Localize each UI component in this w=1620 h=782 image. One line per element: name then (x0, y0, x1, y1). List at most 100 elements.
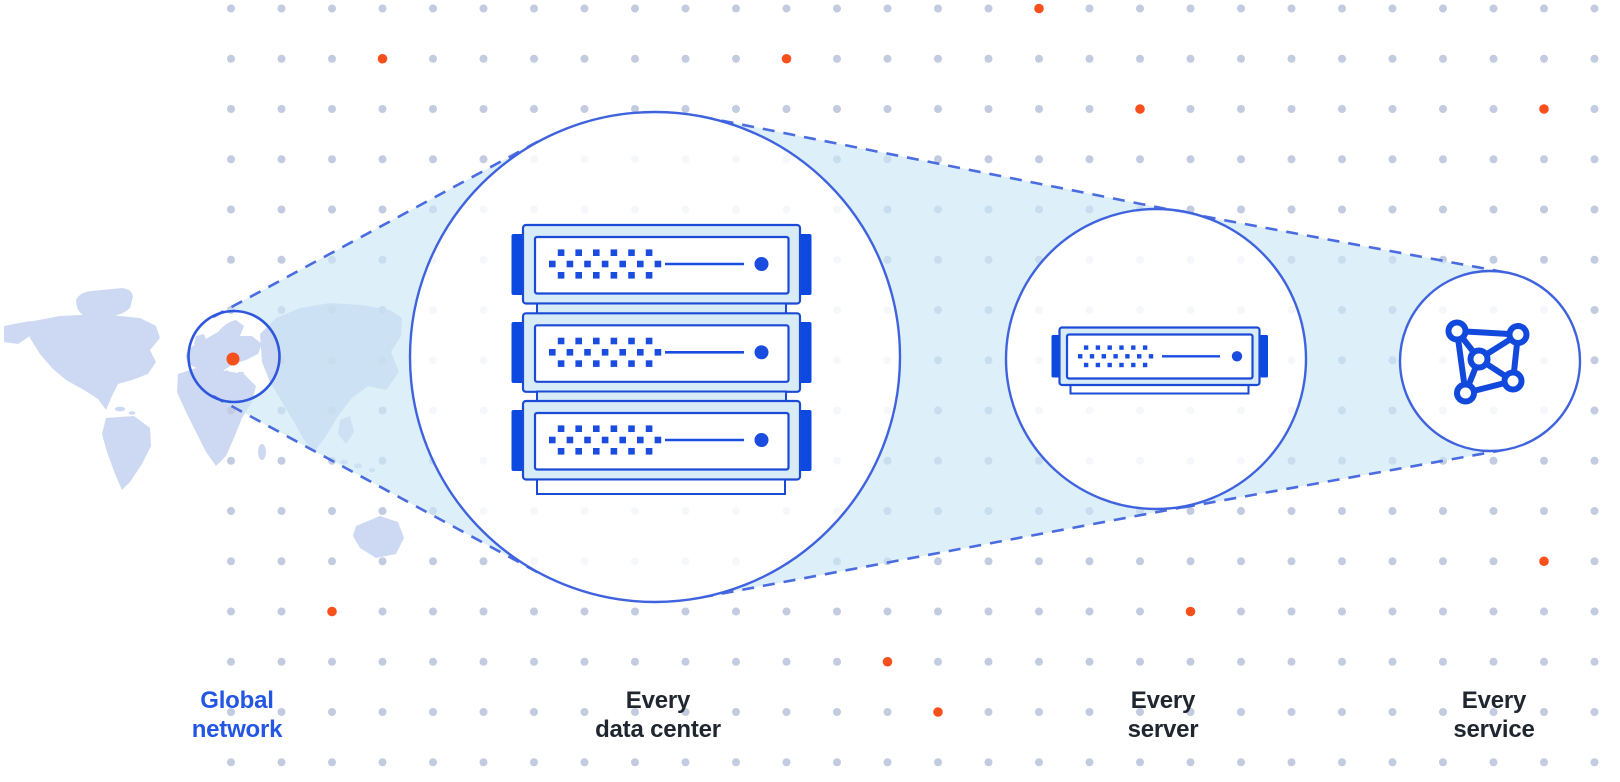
grid-dot (1136, 708, 1144, 716)
vent-square (557, 337, 565, 345)
grid-dot (1186, 54, 1195, 63)
grid-dot (479, 708, 488, 716)
vent-square (1083, 362, 1089, 368)
grid-dot (1338, 155, 1346, 164)
grid-dot (1035, 657, 1043, 666)
vent-square (1131, 362, 1136, 368)
vent-square (584, 436, 591, 444)
vent-square (628, 272, 635, 279)
grid-dot (1540, 607, 1548, 616)
grid-dot (328, 507, 336, 515)
network-node (1467, 347, 1491, 371)
vent-square (610, 448, 618, 455)
grid-dot (429, 607, 437, 616)
grid-dot (1085, 657, 1094, 666)
accent-dot (1539, 556, 1549, 567)
grid-dot (227, 507, 235, 515)
vent-square (1119, 345, 1124, 350)
grid-dot (1085, 105, 1094, 113)
grid-dot (429, 155, 437, 164)
grid-dot (1388, 155, 1397, 164)
grid-dot (984, 54, 993, 63)
grid-dot (328, 758, 336, 767)
grid-dot (1035, 607, 1043, 616)
vent-square (575, 448, 582, 455)
grid-dot (328, 708, 336, 716)
grid-dot (1237, 4, 1245, 13)
vent-square (566, 260, 574, 268)
accent-dot (882, 656, 893, 667)
vent-square (1095, 362, 1101, 368)
server-power-led (754, 433, 769, 447)
grid-dot (833, 105, 841, 113)
grid-dot (227, 657, 235, 666)
accent-dots (327, 3, 1549, 717)
grid-dot (1540, 758, 1548, 767)
vent-square (566, 349, 574, 356)
grid-dot (1136, 607, 1144, 616)
grid-dot (1590, 205, 1599, 214)
grid-dot (1237, 54, 1245, 63)
vent-square (575, 337, 582, 345)
grid-dot (1439, 708, 1447, 716)
grid-dot (1489, 657, 1498, 666)
grid-dot (378, 4, 387, 13)
grid-dot (1388, 708, 1397, 716)
label-line: Global (200, 687, 274, 714)
grid-dot (681, 708, 690, 716)
grid-dot (1489, 4, 1498, 13)
grid-dot (1388, 557, 1397, 566)
grid-dot (1388, 607, 1397, 616)
grid-dot (1085, 54, 1094, 63)
grid-dot (277, 54, 286, 63)
vent-square (637, 349, 644, 356)
grid-dot (1439, 205, 1447, 214)
grid-dot (1287, 4, 1296, 13)
accent-dot (1539, 104, 1549, 114)
grid-dot (1540, 54, 1548, 63)
grid-dot (1186, 4, 1195, 13)
grid-dot (732, 4, 740, 13)
grid-dot (732, 758, 740, 767)
grid-dot (277, 105, 286, 113)
vent-square (654, 436, 662, 444)
grid-dot (1540, 4, 1548, 13)
grid-dot (934, 557, 942, 566)
grid-dot (984, 657, 993, 666)
grid-dot (1338, 4, 1346, 13)
accent-dot (1185, 606, 1196, 617)
grid-dot (1237, 758, 1245, 767)
label-every-server: Every server (1128, 686, 1199, 744)
server-power-led (1231, 351, 1243, 362)
grid-dot (631, 607, 639, 616)
network-node (1445, 319, 1469, 343)
rack-server-2 (511, 312, 812, 393)
landmass-south-america (102, 416, 151, 490)
vent-square (601, 260, 609, 268)
vent-square (593, 249, 600, 256)
grid-dot (429, 105, 437, 113)
rack-connector-1 (536, 302, 787, 315)
grid-dot (681, 105, 690, 113)
grid-dot (1136, 54, 1144, 63)
grid-dot (934, 607, 942, 616)
grid-dot (1439, 54, 1447, 63)
grid-dot (631, 758, 639, 767)
grid-dot (429, 758, 437, 767)
vent-square (1107, 362, 1112, 368)
grid-dot (1287, 105, 1296, 113)
grid-dot (681, 657, 690, 666)
grid-dot (277, 607, 286, 616)
vent-square (637, 260, 644, 268)
grid-dot (1085, 758, 1094, 767)
rack-server-1 (511, 223, 812, 305)
grid-dot (1439, 607, 1447, 616)
grid-dot (1590, 708, 1599, 716)
grid-dot (328, 205, 336, 214)
grid-dot (1489, 557, 1498, 566)
network-node (1506, 323, 1530, 346)
server-rack-illustration (511, 223, 812, 495)
grid-dot (1035, 758, 1043, 767)
landmass-australia (353, 516, 404, 558)
